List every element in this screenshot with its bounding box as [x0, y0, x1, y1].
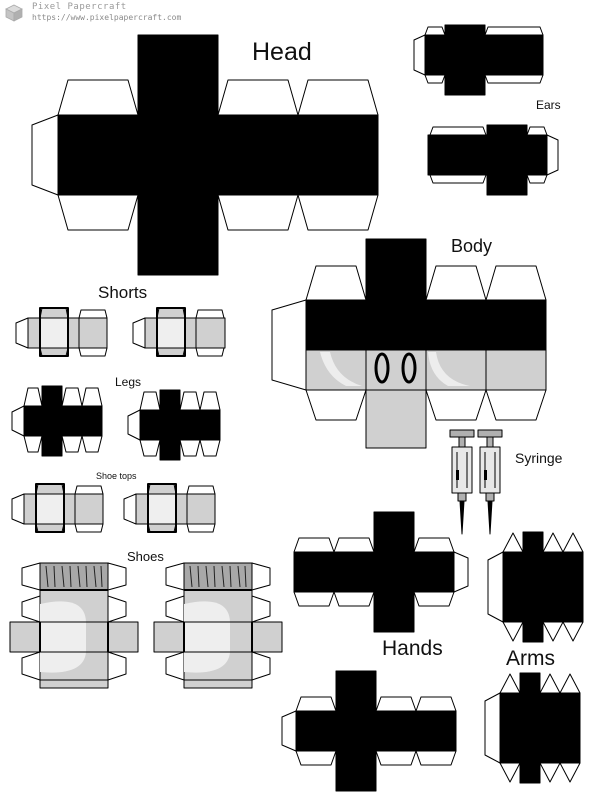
syringe-icon [449, 429, 503, 535]
watermark: Pixel Papercraft https://www.pixelpaperc… [4, 2, 244, 26]
hand-piece [281, 670, 457, 792]
body-tab [425, 389, 487, 421]
body-tab [305, 389, 367, 421]
shorts-piece [132, 307, 226, 357]
body-face [305, 299, 547, 351]
head-tab [31, 114, 59, 196]
body-piece [271, 238, 547, 449]
ear-piece [413, 24, 544, 96]
shoes-label: Shoes [127, 549, 164, 564]
arms-label: Arms [506, 647, 555, 670]
ear-piece [427, 124, 559, 196]
button-icon [374, 352, 390, 384]
head-tab [297, 194, 379, 231]
shoe-tops-label: Shoe tops [96, 471, 137, 481]
body-tab [271, 299, 307, 391]
ear-tab [424, 74, 446, 84]
button-icon [401, 352, 417, 384]
ear-tab [429, 126, 487, 136]
watermark-title: Pixel Papercraft [32, 2, 127, 12]
head-label: Head [252, 38, 312, 66]
body-tab [485, 265, 547, 301]
shoe-piece [9, 562, 139, 689]
head-tab [297, 79, 379, 116]
head-face [137, 34, 219, 276]
leg-piece [11, 385, 103, 457]
body-label: Body [451, 236, 493, 256]
ear-tab [484, 26, 544, 36]
head-tab [217, 79, 299, 116]
shorts-label: Shorts [98, 283, 148, 302]
body-tab [485, 389, 547, 421]
body-tab [425, 265, 487, 301]
shoe-piece [153, 562, 283, 689]
body-shine [320, 352, 362, 386]
shorts-piece [15, 307, 108, 357]
body-face [365, 389, 427, 449]
ear-tab [424, 26, 446, 36]
arm-piece [487, 531, 584, 643]
arm-piece [484, 672, 581, 784]
hand-piece [293, 511, 469, 633]
ear-tab [484, 74, 544, 84]
ear-tab [413, 34, 426, 76]
head-tab [217, 194, 299, 231]
head-tab [57, 79, 139, 116]
ear-tab [429, 174, 487, 184]
body-tab [305, 265, 367, 301]
head-piece [31, 34, 379, 276]
cube-icon [5, 4, 23, 22]
hands-label: Hands [382, 637, 443, 660]
ear-face [444, 24, 486, 96]
watermark-url: https://www.pixelpapercraft.com [32, 13, 182, 22]
ear-face [486, 124, 528, 196]
body-shine [428, 352, 470, 386]
leg-piece [127, 389, 221, 461]
shoe-top-piece [123, 483, 216, 533]
ears-label: Ears [536, 98, 561, 112]
ear-tab [526, 126, 548, 136]
legs-label: Legs [115, 375, 142, 389]
head-tab [57, 194, 139, 231]
shoe-top-piece [11, 483, 104, 533]
body-face [365, 238, 427, 301]
ear-tab [526, 174, 548, 184]
syringe-label: Syringe [515, 450, 563, 466]
ear-tab [546, 134, 559, 176]
